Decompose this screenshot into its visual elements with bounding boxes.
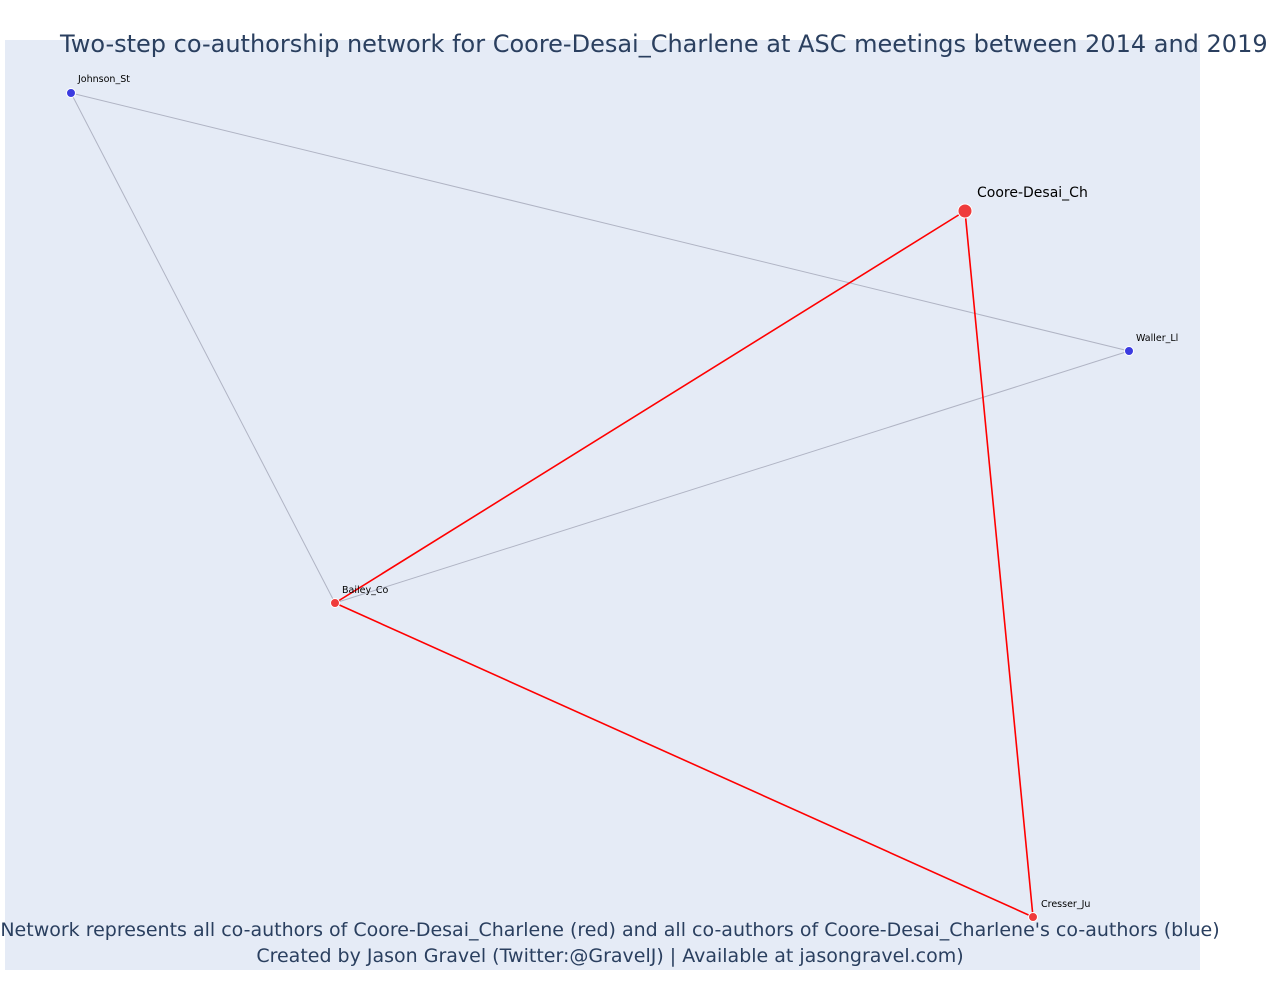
nodes-layer <box>66 88 1134 922</box>
labels-layer: Coore-Desai_Ch Johnson_StWaller_LlBailey_… <box>77 74 1178 910</box>
edge-Coore-Desai_Ch-Cresser_Ju <box>964 210 1034 918</box>
edge-Coore-Desai_Ch-Bailey_Co <box>334 210 966 604</box>
plot-area <box>5 40 1200 970</box>
node-label-Cresser_Ju: Cresser_Ju <box>1041 899 1090 910</box>
node-Coore-Desai_Ch[interactable] <box>957 203 973 219</box>
edges-layer <box>70 92 1130 918</box>
chart-title: Two-step co-authorship network for Coore… <box>60 30 1268 58</box>
node-label-Johnson_St: Johnson_St <box>77 74 130 85</box>
edge-Johnson_St-Waller_Ll <box>70 92 1130 352</box>
node-Johnson_St[interactable] <box>66 88 76 98</box>
node-label-Coore-Desai_Ch: Coore-Desai_Ch <box>977 185 1088 201</box>
footer-caption: Network represents all co-authors of Coo… <box>0 919 1220 941</box>
node-Cresser_Ju[interactable] <box>1028 912 1038 922</box>
node-Bailey_Co[interactable] <box>330 598 340 608</box>
node-Waller_Ll[interactable] <box>1124 346 1134 356</box>
edge-Bailey_Co-Waller_Ll <box>334 350 1130 604</box>
edge-Johnson_St-Bailey_Co <box>70 92 336 604</box>
network-graph: Coore-Desai_Ch Johnson_StWaller_LlBailey_… <box>66 74 1178 922</box>
node-label-Waller_Ll: Waller_Ll <box>1136 333 1178 344</box>
edge-Bailey_Co-Cresser_Ju <box>334 602 1034 918</box>
node-label-Bailey_Co: Bailey_Co <box>342 585 388 596</box>
footer-credit: Created by Jason Gravel (Twitter:@Gravel… <box>256 945 964 967</box>
